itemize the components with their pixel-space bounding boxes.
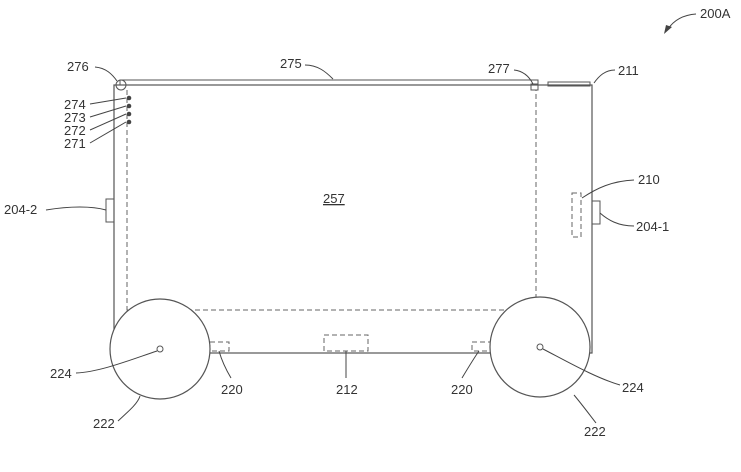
label-204-1: 204-1 [636,219,669,234]
label-220-left: 220 [221,382,243,397]
label-276: 276 [67,59,89,74]
label-274: 274 [64,97,86,112]
leader-224-right [542,348,621,386]
indicator-272 [126,111,132,117]
label-210: 210 [638,172,660,187]
leader-220-right [461,350,480,379]
side-button-204-2 [105,198,115,223]
leader-222-left [117,395,141,422]
hinge-276 [115,79,127,91]
label-204-2: 204-2 [4,202,37,217]
label-211: 211 [618,63,639,78]
sensor-210 [571,192,582,238]
element-220-right [471,341,492,352]
leader-276 [94,66,118,82]
leader-211 [593,69,616,84]
leader-275 [304,64,334,80]
figure-id-arrow [664,13,697,34]
leader-204-2 [45,206,107,211]
leader-272 [89,113,127,131]
label-271: 271 [64,136,86,151]
figure-id-label: 200A [700,6,731,21]
axle-left-224 [156,345,164,353]
label-224-right: 224 [622,380,644,395]
leader-222-right [573,394,597,424]
leader-220-left [218,350,232,379]
top-component-211 [547,81,591,87]
label-220-right: 220 [451,382,473,397]
indicator-271 [126,119,132,125]
element-277 [530,83,539,91]
label-277: 277 [488,61,510,76]
label-224-left: 224 [50,366,72,381]
side-button-204-1 [591,200,601,225]
leader-271 [89,121,127,144]
label-273: 273 [64,110,86,125]
label-257: 257 [323,191,345,206]
leader-210 [581,179,635,199]
label-212: 212 [336,382,358,397]
indicator-273 [126,103,132,109]
label-222-right: 222 [584,424,606,439]
leader-273 [89,105,127,118]
component-212 [323,334,369,352]
axle-right-224 [536,343,544,351]
leader-204-1 [599,212,635,227]
leader-274 [89,97,127,105]
leader-277 [513,69,534,85]
leader-224-left [75,350,158,374]
label-275: 275 [280,56,302,71]
label-272: 272 [64,123,86,138]
top-rail [119,79,539,86]
inner-region-257 [126,90,537,311]
label-222-left: 222 [93,416,115,431]
indicator-274 [126,95,132,101]
element-220-left [209,341,230,352]
